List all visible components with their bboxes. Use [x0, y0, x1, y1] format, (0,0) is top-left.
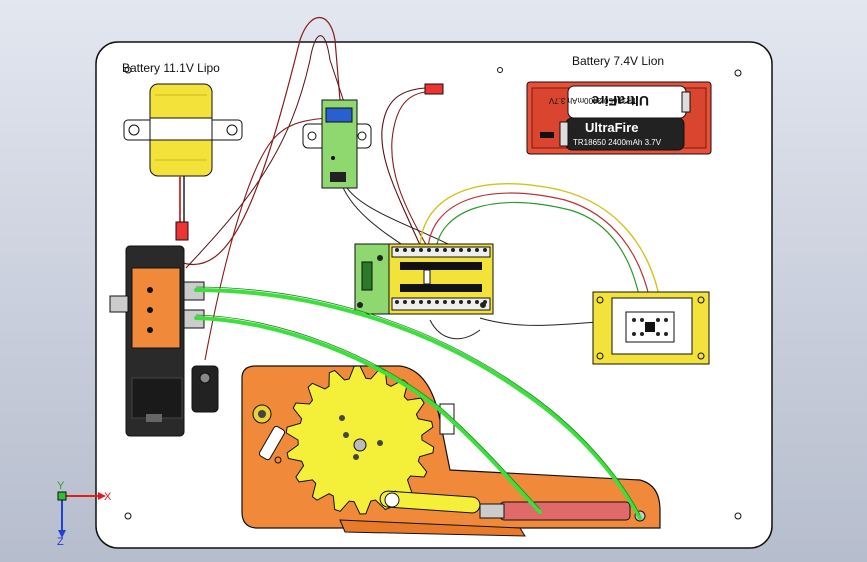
gripper-mechanism	[241, 365, 661, 537]
battery-lipo-label: Battery 11.1V Lipo	[122, 61, 220, 75]
mounting-holes	[124, 66, 742, 520]
triad-x-label: X	[104, 491, 112, 503]
lipo-battery	[123, 83, 243, 241]
triad-z-label: Z	[57, 536, 64, 548]
pneumatic-tubes	[194, 288, 642, 520]
terminal-breakout-board	[354, 243, 494, 315]
coordinate-triad: X Z Y	[57, 480, 112, 548]
triad-y-label: Y	[57, 480, 65, 492]
voltage-converter-board	[302, 99, 372, 189]
sensor-board	[592, 291, 710, 365]
cell-bottom-spec: TR18650 2400mAh 3.7V	[573, 138, 662, 147]
wiring	[179, 16, 661, 361]
cell-top-spec: TR18650 2400mAh 3.7V	[548, 96, 637, 105]
lion-battery-pack: TR18650 2400mAh 3.7V UltraFire UltraFire…	[424, 81, 712, 155]
cell-bottom-brand: UltraFire	[585, 120, 638, 135]
battery-lion-label: Battery 7.4V Lion	[572, 54, 664, 68]
cell-top-brand: UltraFire	[591, 93, 649, 109]
solenoid-valve	[109, 245, 219, 437]
